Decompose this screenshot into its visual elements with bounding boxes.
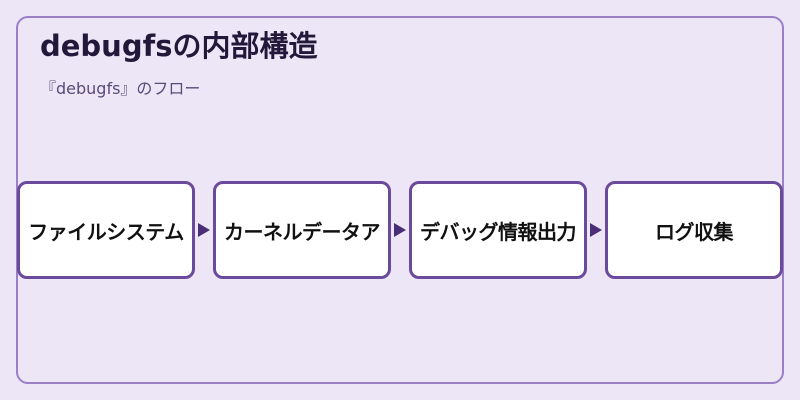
flow-arrow-icon (394, 223, 406, 237)
flow-node-label: ログ収集 (655, 219, 734, 244)
flow-node-kernel-data: カーネルデータア (213, 181, 391, 279)
flow-node-filesystem: ファイルシステム (17, 181, 195, 279)
flow-node-label: デバッグ情報出力 (420, 219, 577, 244)
flow-node-label: カーネルデータア (224, 219, 381, 244)
page-subtitle: 『debugfs』のフロー (40, 79, 201, 98)
flow-arrow-icon (198, 223, 210, 237)
page-title: debugfsの内部構造 (40, 29, 318, 63)
flow-node-label: ファイルシステム (28, 219, 184, 244)
flow-arrow-icon (590, 223, 602, 237)
flow-node-log-collection: ログ収集 (605, 181, 783, 279)
flow-node-debug-output: デバッグ情報出力 (409, 181, 587, 279)
